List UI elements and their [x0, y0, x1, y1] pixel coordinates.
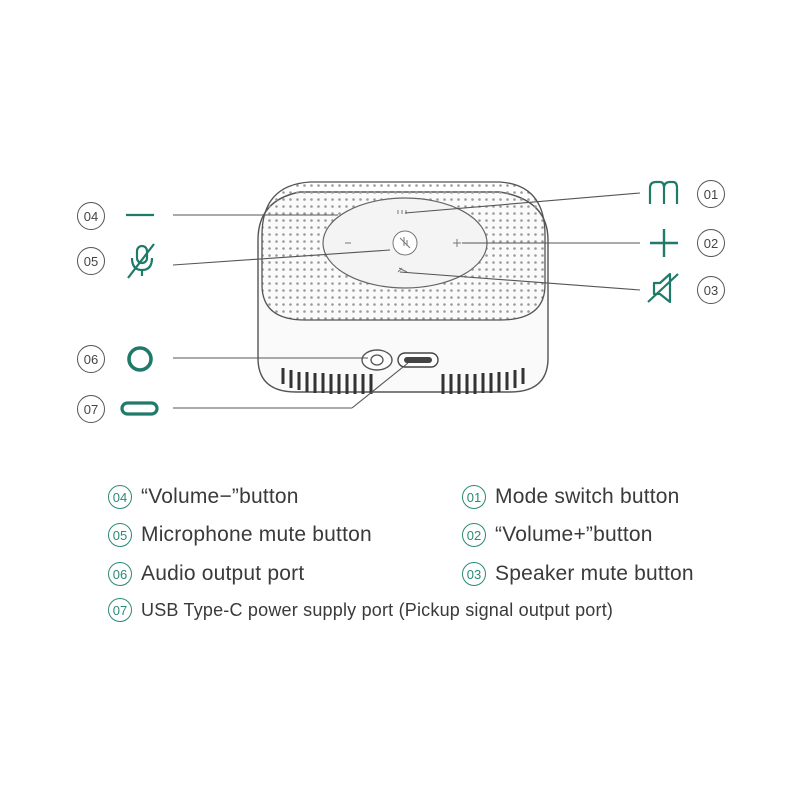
usb-c-icon	[120, 401, 159, 416]
callout-07: 07	[77, 395, 105, 423]
circle-port-icon	[127, 346, 153, 372]
leader-lines	[172, 192, 641, 409]
mic-mute-icon	[127, 243, 155, 279]
callout-03: 03	[697, 276, 725, 304]
callout-05: 05	[77, 247, 105, 275]
speakerphone-device	[257, 181, 549, 394]
speaker-mute-icon	[647, 272, 679, 304]
plus-icon	[650, 229, 678, 257]
callout-02: 02	[697, 229, 725, 257]
base-vents	[281, 368, 525, 394]
callout-04: 04	[77, 202, 105, 230]
audio-jack	[361, 349, 393, 371]
mode-m-icon	[648, 180, 679, 204]
callout-06: 06	[77, 345, 105, 373]
callout-01: 01	[697, 180, 725, 208]
